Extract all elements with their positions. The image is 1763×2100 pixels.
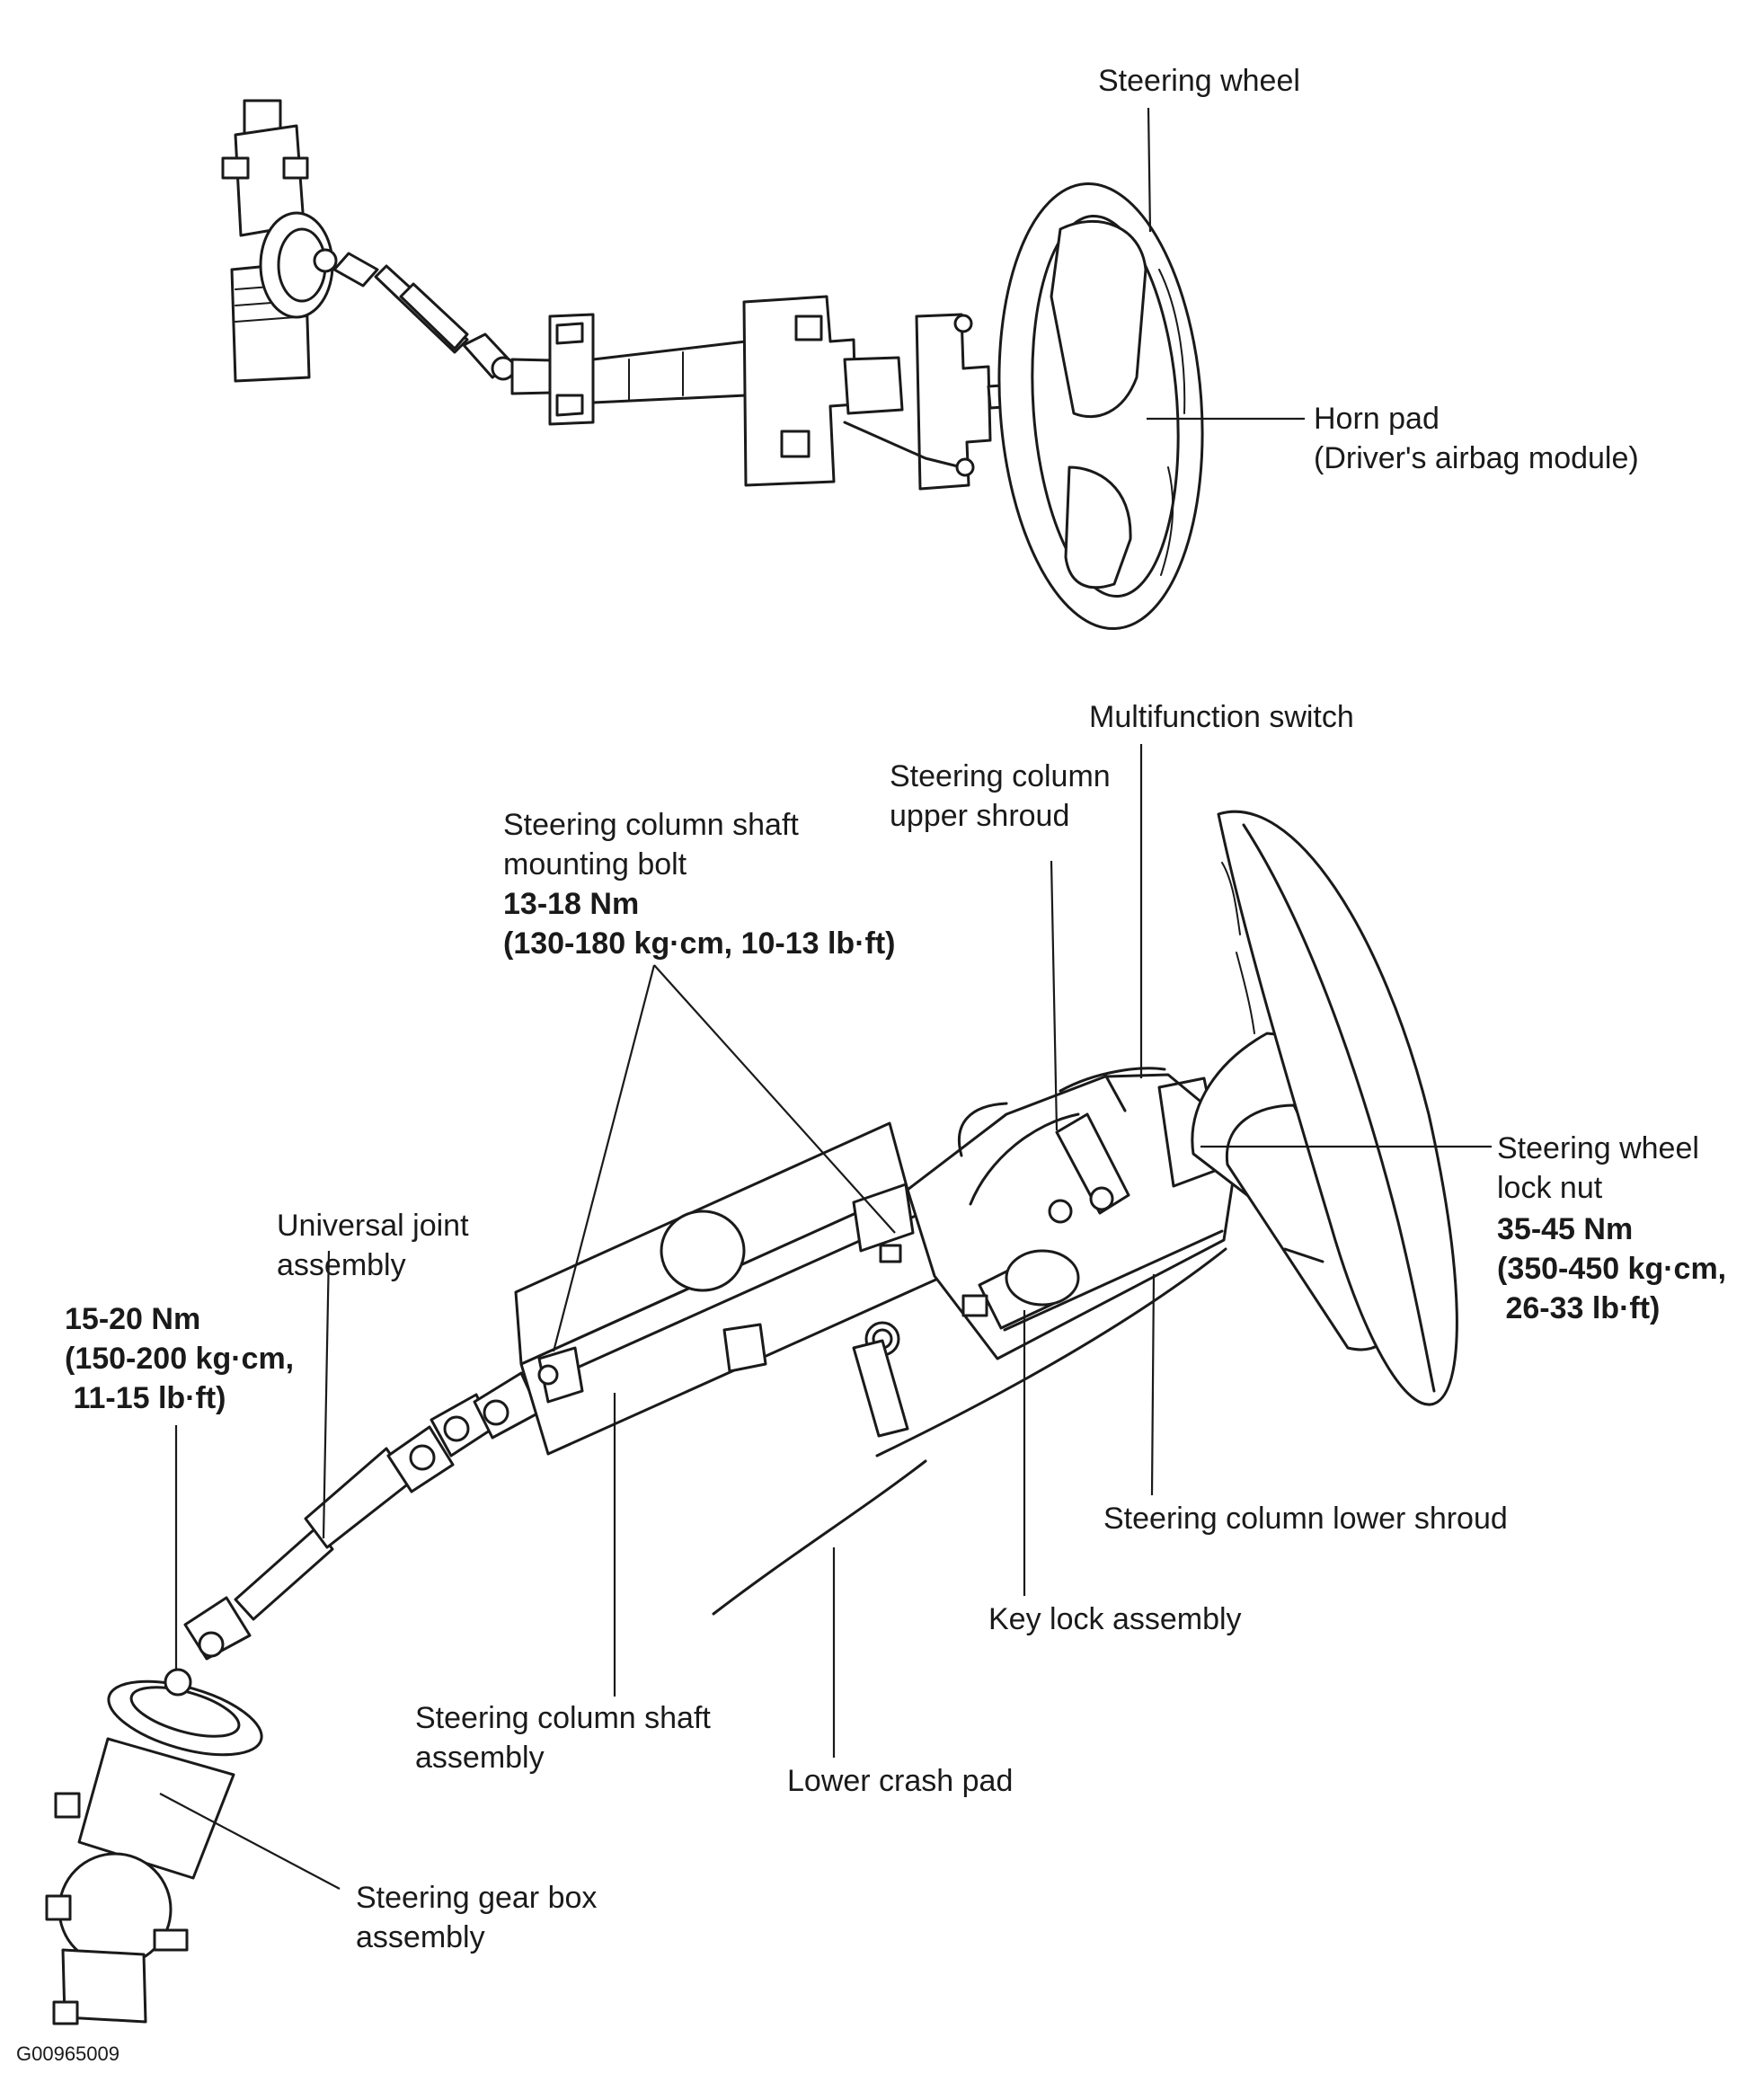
- bottom-steering-wheel: [1191, 810, 1458, 1406]
- label-universal-joint-line1: Universal joint: [277, 1209, 469, 1243]
- label-universal-joint-torque-line2: (150-200 kg·cm,: [65, 1342, 295, 1376]
- bottom-column-shaft: [514, 1121, 950, 1456]
- label-gear-box: Steering gear box assembly: [356, 1878, 597, 1957]
- label-universal-joint-torque-line3: 11-15 lb·ft): [65, 1381, 226, 1415]
- label-upper-shroud-line2: upper shroud: [890, 799, 1070, 833]
- top-column-tube: [510, 313, 748, 426]
- leader-universal-joint: [322, 1250, 331, 1539]
- label-lower-shroud: Steering column lower shroud: [1103, 1502, 1508, 1536]
- leader-upper-shroud: [1050, 860, 1059, 1131]
- figure-code: G00965009: [16, 2042, 120, 2065]
- bottom-key-lock: [961, 1249, 1080, 1330]
- label-upper-shroud: Steering column upper shroud: [890, 757, 1111, 836]
- label-horn-pad-line1: Horn pad: [1314, 402, 1440, 436]
- label-wheel-lock-nut-torque-line3: 26-33 lb·ft): [1497, 1291, 1661, 1325]
- label-shaft-mounting-bolt-line1: Steering column shaft: [503, 808, 799, 842]
- label-wheel-lock-nut-line1: Steering wheel: [1497, 1131, 1699, 1165]
- label-wheel-lock-nut-torque: 35-45 Nm (350-450 kg·cm, 26-33 lb·ft): [1497, 1209, 1726, 1328]
- label-gear-box-line1: Steering gear box: [356, 1881, 598, 1915]
- label-gear-box-line2: assembly: [356, 1920, 485, 1954]
- label-universal-joint: Universal joint assembly: [277, 1206, 469, 1285]
- leader-lines: [159, 107, 1492, 1890]
- label-wheel-lock-nut: Steering wheel lock nut: [1497, 1129, 1699, 1208]
- label-shaft-mounting-bolt-torque-line1: 13-18 Nm: [503, 887, 640, 921]
- label-wheel-lock-nut-line2: lock nut: [1497, 1171, 1603, 1205]
- leader-mounting-bolt-b: [653, 964, 896, 1234]
- label-shaft-mounting-bolt-torque: 13-18 Nm (130-180 kg·cm, 10-13 lb·ft): [503, 884, 896, 963]
- label-column-shaft-assembly-line1: Steering column shaft: [415, 1701, 711, 1735]
- leader-mounting-bolt-a: [552, 964, 656, 1352]
- label-universal-joint-torque-line1: 15-20 Nm: [65, 1302, 201, 1336]
- bottom-steering-assembly: [45, 810, 1458, 2025]
- label-shaft-mounting-bolt-line2: mounting bolt: [503, 847, 687, 882]
- label-column-shaft-assembly: Steering column shaft assembly: [415, 1698, 711, 1777]
- bottom-lower-crash-pad: [712, 1247, 1227, 1616]
- label-shaft-mounting-bolt: Steering column shaft mounting bolt: [503, 805, 799, 884]
- label-lower-crash-pad: Lower crash pad: [787, 1764, 1014, 1798]
- top-steering-assembly: [221, 99, 1204, 631]
- label-universal-joint-torque: 15-20 Nm (150-200 kg·cm, 11-15 lb·ft): [65, 1299, 294, 1418]
- label-upper-shroud-line1: Steering column: [890, 759, 1111, 793]
- leader-lower-shroud: [1150, 1273, 1156, 1496]
- label-key-lock: Key lock assembly: [988, 1602, 1242, 1636]
- label-horn-pad-line2: (Driver's airbag module): [1314, 441, 1639, 475]
- label-universal-joint-line2: assembly: [277, 1248, 406, 1282]
- label-wheel-lock-nut-torque-line2: (350-450 kg·cm,: [1497, 1252, 1727, 1286]
- bottom-gear-box: [45, 1668, 263, 2025]
- leader-steering-wheel: [1147, 107, 1152, 233]
- label-horn-pad: Horn pad (Driver's airbag module): [1314, 399, 1639, 478]
- leader-gear-box: [159, 1793, 341, 1890]
- label-wheel-lock-nut-torque-line1: 35-45 Nm: [1497, 1212, 1634, 1246]
- label-column-shaft-assembly-line2: assembly: [415, 1741, 545, 1775]
- label-multifunction-switch: Multifunction switch: [1089, 700, 1354, 734]
- label-steering-wheel: Steering wheel: [1098, 64, 1300, 98]
- top-steering-wheel: [987, 182, 1204, 631]
- label-shaft-mounting-bolt-torque-line2: (130-180 kg·cm, 10-13 lb·ft): [503, 926, 896, 961]
- top-column-housing: [742, 295, 992, 491]
- top-gear-box: [221, 99, 338, 383]
